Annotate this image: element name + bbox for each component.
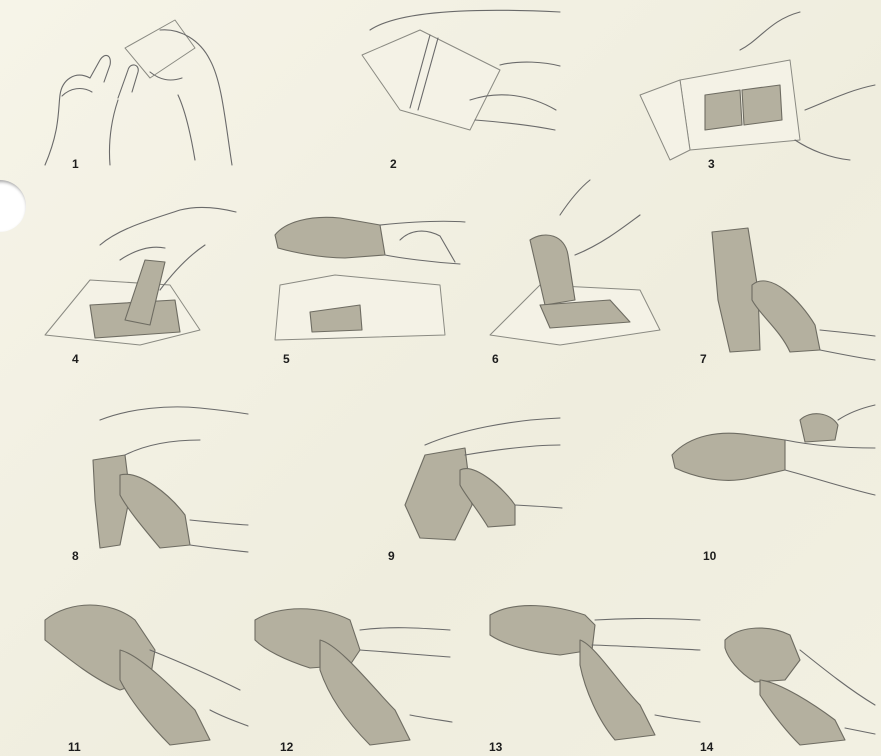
panel-label-6: 6: [492, 353, 499, 365]
panel-6-drawing: [490, 180, 660, 345]
panel-label-7: 7: [700, 353, 707, 365]
panel-3-drawing: [640, 12, 875, 160]
panel-label-8: 8: [72, 550, 79, 562]
panel-11-drawing: [45, 605, 248, 745]
panel-label-1: 1: [72, 158, 79, 170]
panel-label-5: 5: [283, 353, 290, 365]
panel-label-4: 4: [72, 353, 79, 365]
panel-9-drawing: [405, 418, 562, 540]
panel-5-drawing: [275, 217, 465, 340]
panel-label-14: 14: [700, 741, 713, 753]
panel-label-13: 13: [489, 741, 502, 753]
panel-label-3: 3: [708, 158, 715, 170]
panel-label-2: 2: [390, 158, 397, 170]
panel-label-9: 9: [388, 550, 395, 562]
panel-label-12: 12: [280, 741, 293, 753]
panel-7-drawing: [712, 228, 875, 360]
panel-13-drawing: [490, 606, 700, 740]
panel-14-drawing: [725, 628, 875, 745]
panel-12-drawing: [255, 609, 452, 745]
panel-label-10: 10: [703, 550, 716, 562]
panel-10-drawing: [672, 405, 875, 495]
panel-1-drawing: [45, 20, 232, 165]
panel-label-11: 11: [68, 741, 81, 753]
panel-8-drawing: [93, 407, 248, 552]
panel-4-drawing: [45, 207, 236, 345]
panel-2-drawing: [362, 10, 560, 130]
